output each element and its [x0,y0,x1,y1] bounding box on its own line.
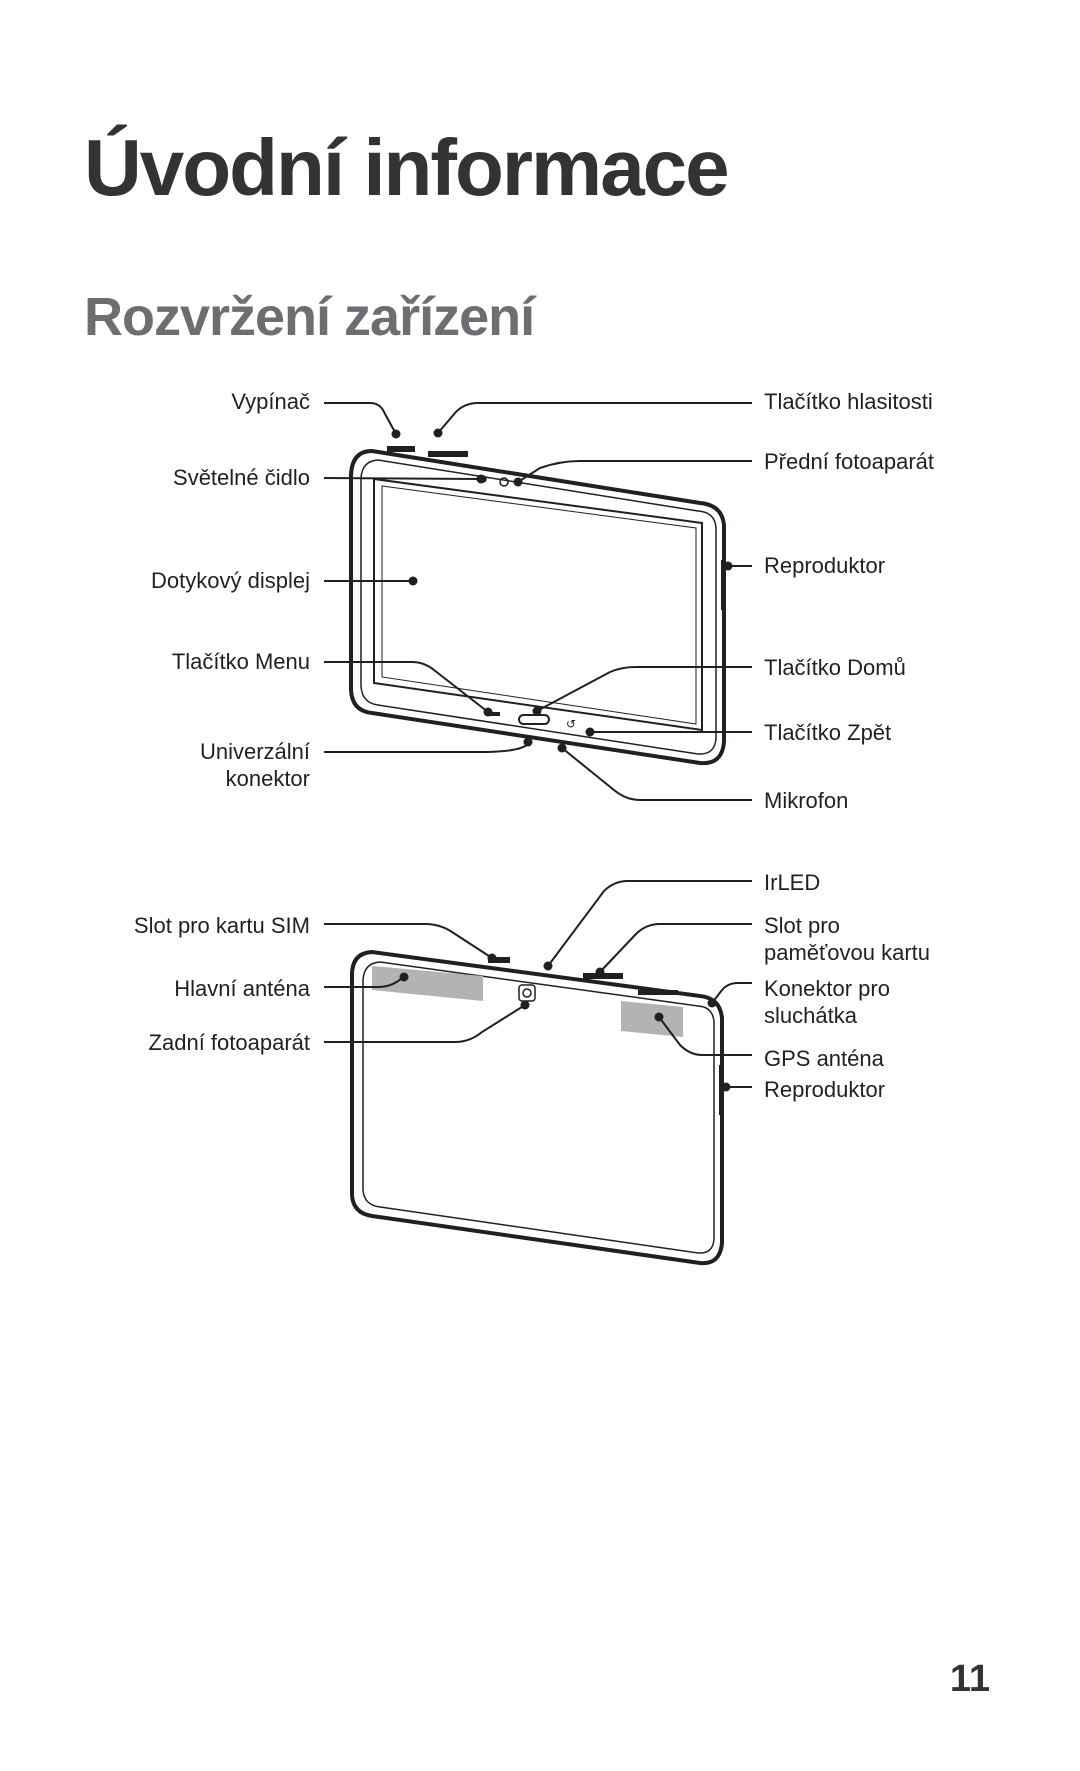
power-key-shape [387,446,415,452]
label-power: Vypínač [231,389,310,414]
label-microphone: Mikrofon [764,788,849,813]
main-antenna-area [372,966,483,1001]
label-main-antenna: Hlavní anténa [174,976,310,1001]
label-home-button: Tlačítko Domů [764,655,906,680]
label-connector-line2: konektor [225,766,310,791]
label-front-camera: Přední fotoaparát [764,449,935,474]
label-headset-line2: sluchátka [764,1003,857,1028]
section-title: Rozvržení zařízení [84,287,535,347]
label-irled: IrLED [764,870,821,895]
label-sim-slot: Slot pro kartu SIM [133,913,310,938]
label-touchscreen: Dotykový displej [151,568,310,593]
page-number: 11 [949,1658,990,1700]
front-tablet-illustration: ↺ [323,402,752,801]
label-connector-line1: Univerzální [199,739,310,764]
label-headset-line1: Konektor pro [764,976,890,1001]
label-memcard-line2: paměťovou kartu [764,940,931,965]
back-leader-lines [324,880,752,1092]
label-memory-card-slot: Slot pro paměťovou kartu [764,912,930,966]
label-light-sensor: Světelné čidlo [173,465,310,490]
label-memcard-line1: Slot pro [764,913,840,938]
label-speaker-back: Reproduktor [764,1077,886,1102]
label-connector: Univerzální konektor [200,738,310,792]
gps-antenna-area [621,1001,683,1037]
svg-text:↺: ↺ [566,717,576,731]
page-title: Úvodní informace [84,123,730,212]
label-speaker-front: Reproduktor [764,553,886,578]
label-back-button: Tlačítko Zpět [764,720,892,745]
side-speaker-shape [721,560,726,610]
front-leader-lines [323,402,752,801]
back-tablet-illustration [324,880,752,1266]
label-headset-jack: Konektor pro sluchátka [764,975,890,1029]
label-volume: Tlačítko hlasitosti [764,389,933,414]
volume-key-shape [428,451,468,457]
label-gps-antenna: GPS anténa [764,1046,884,1071]
label-menu-button: Tlačítko Menu [171,649,310,674]
label-rear-camera: Zadní fotoaparát [148,1030,310,1055]
